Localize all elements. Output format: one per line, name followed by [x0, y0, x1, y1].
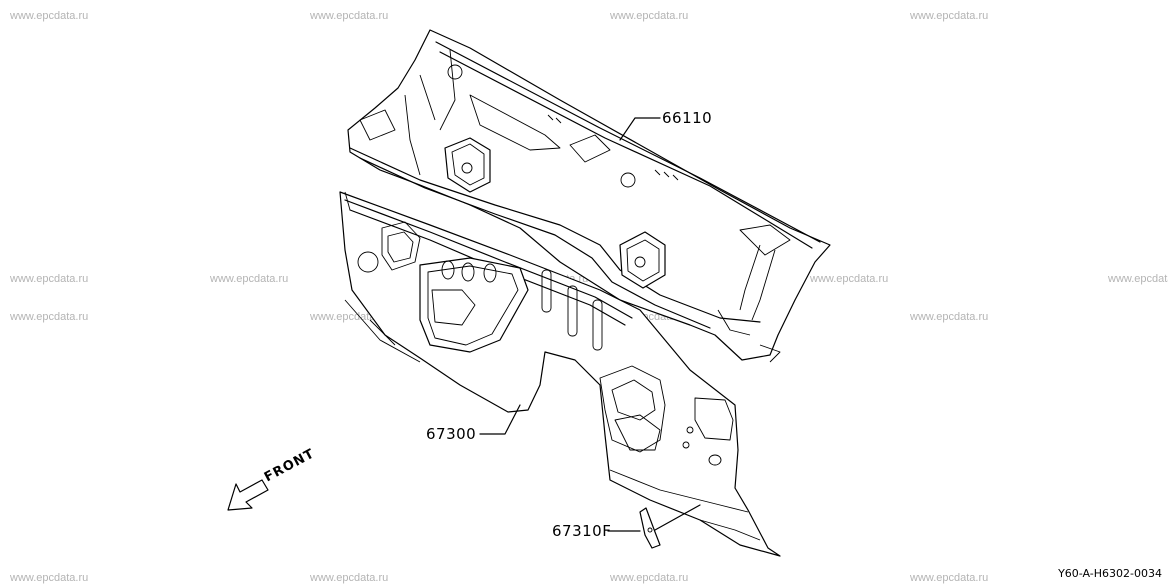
watermark-text: www.epcdata.ru: [210, 273, 289, 285]
watermark-text: www.epcdata.ru: [10, 311, 89, 323]
watermark-text: www.epcdata.ru: [10, 572, 89, 584]
watermark-text: www.epcdata.ru: [910, 572, 989, 584]
callout-66110: 66110: [662, 109, 713, 127]
cowl-top-panel: [347, 29, 831, 363]
watermark-text: www.epcdata.ru: [10, 273, 89, 285]
bracket-part: [639, 507, 661, 549]
watermark-text: www.epcdata.ru: [610, 10, 689, 22]
document-code: Y60-A-H6302-0034: [1058, 567, 1162, 580]
watermark-text: www.epcdata.ru: [1108, 273, 1168, 285]
watermark-text: www.epcdata.ru: [910, 311, 989, 323]
watermark-text: www.epcdata.ru: [610, 572, 689, 584]
callout-67310F: 67310F: [552, 522, 612, 540]
watermark-text: www.epcdata.ru: [810, 273, 889, 285]
watermark-text: www.epcdata.ru: [910, 10, 989, 22]
watermark-text: www.epcdata.ru: [310, 311, 389, 323]
front-arrow-icon: [227, 479, 269, 511]
watermark-text: www.epcdata.ru: [10, 10, 89, 22]
dash-lower-panel: [339, 191, 781, 557]
callout-67300: 67300: [426, 425, 477, 443]
watermark-text: www.epcdata.ru: [310, 10, 389, 22]
leader-lines: [479, 117, 701, 532]
watermark-text: www.epcdata.ru: [310, 572, 389, 584]
